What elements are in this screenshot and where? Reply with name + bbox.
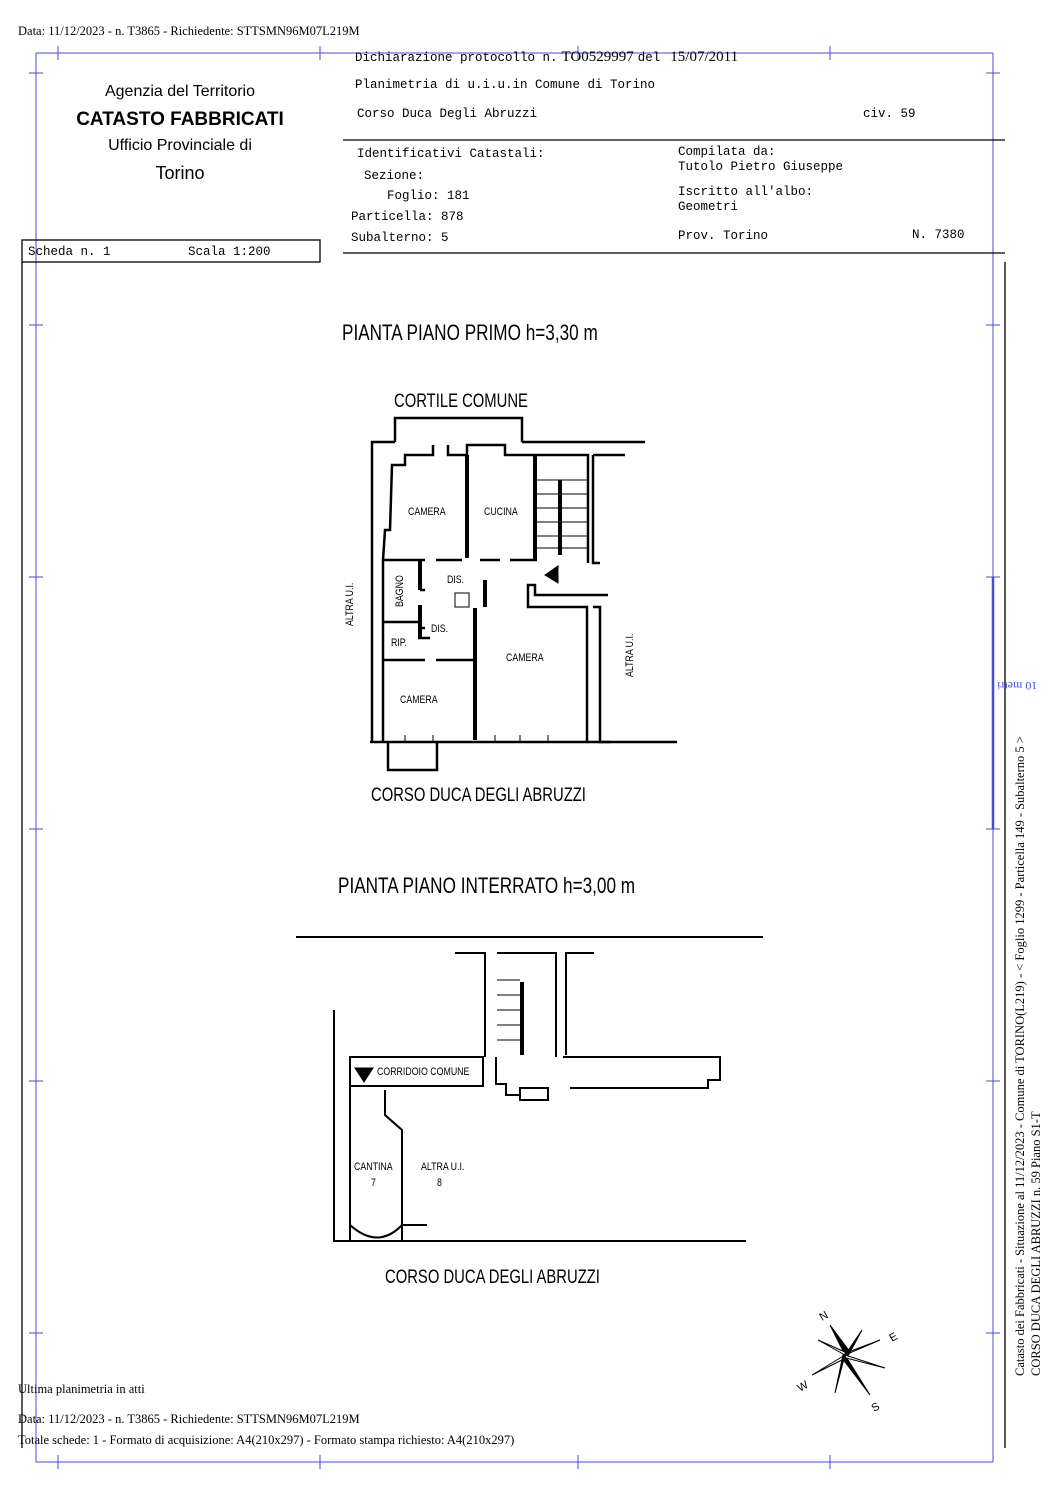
office-label: Ufficio Provinciale di: [108, 137, 252, 154]
address: Corso Duca Degli Abruzzi: [357, 107, 538, 121]
plan-interrato-title: PIANTA PIANO INTERRATO h=3,00 m: [338, 873, 636, 898]
planimetria-line: Planimetria di u.i.u.in Comune di Torino: [355, 78, 656, 92]
blue-frame: [29, 46, 1000, 1469]
registration-number: N. 7380: [912, 228, 965, 242]
compass-e-label: E: [888, 1331, 900, 1345]
plan-primo-title: PIANTA PIANO PRIMO h=3,30 m: [342, 320, 598, 345]
room-label: DIS.: [447, 574, 465, 586]
albo-value: Geometri: [678, 200, 739, 214]
street-label-primo: CORSO DUCA DEGLI ABRUZZI: [371, 785, 586, 806]
entrance-arrow-icon: [354, 1067, 374, 1083]
floor-plan-primo: [370, 416, 677, 772]
corridoio-label: CORRIDOIO COMUNE: [377, 1066, 470, 1078]
request-line-bottom: Data: 11/12/2023 - n. T3865 - Richiedent…: [18, 1412, 360, 1426]
identificativi-label: Identificativi Catastali:: [357, 147, 545, 161]
province: Prov. Torino: [678, 229, 769, 243]
altra-ui-left: ALTRA U.I.: [344, 582, 356, 626]
altra-ui-label: ALTRA U.I.: [421, 1161, 465, 1173]
declaration-label: Dichiarazione protocollo n.: [355, 51, 558, 65]
compass-s-label: S: [870, 1401, 882, 1415]
albo-label: Iscritto all'albo:: [678, 185, 814, 199]
cortile-label: CORTILE COMUNE: [394, 391, 528, 412]
floor-plan-interrato: [296, 936, 763, 1242]
scale-bar-label: 10 metri: [997, 679, 1038, 693]
altra-ui-right: ALTRA U.I.: [624, 633, 636, 677]
office-city: Torino: [155, 163, 205, 183]
last-plan-note: Ultima planimetria in atti: [18, 1382, 145, 1396]
compass-rose-icon: N E S W: [796, 1309, 900, 1414]
room-label: BAGNO: [394, 575, 406, 607]
subalterno: Subalterno: 5: [351, 231, 449, 245]
declaration-line: Dichiarazione protocollo n. TO0529997 de…: [355, 48, 738, 66]
protocol-number: TO0529997: [561, 49, 634, 65]
civic-number: civ. 59: [863, 107, 916, 121]
cantina-label: CANTINA: [354, 1161, 393, 1173]
compass-w-label: W: [796, 1379, 812, 1395]
black-frame: [21, 139, 1006, 1448]
agency-name: Agenzia del Territorio: [104, 83, 255, 100]
room-label: CAMERA: [408, 506, 446, 518]
room-label: RIP.: [391, 637, 407, 649]
room-label: DIS.: [431, 623, 449, 635]
compilata-name: Tutolo Pietro Giuseppe: [678, 160, 844, 174]
room-label: CAMERA: [400, 694, 438, 706]
foglio: Foglio: 181: [387, 189, 470, 203]
format-info: Totale schede: 1 - Formato di acquisizio…: [18, 1433, 515, 1447]
request-line-top: Data: 11/12/2023 - n. T3865 - Richiedent…: [18, 24, 360, 38]
del-label: del: [637, 51, 661, 65]
scheda-number: Scheda n. 1: [28, 245, 111, 259]
side-address-text: CORSO DUCA DEGLI ABRUZZI n. 59 Piano S1-…: [1029, 1111, 1043, 1376]
street-label-interrato: CORSO DUCA DEGLI ABRUZZI: [385, 1267, 600, 1288]
room-label: CAMERA: [506, 652, 544, 664]
protocol-date: 15/07/2011: [670, 49, 739, 65]
particella: Particella: 878: [351, 210, 464, 224]
room-label: CUCINA: [484, 506, 518, 518]
scale: Scala 1:200: [188, 245, 271, 259]
catasto-title: CATASTO FABBRICATI: [76, 109, 284, 130]
altra-ui-number: 8: [437, 1177, 442, 1189]
entrance-arrow-icon: [544, 565, 559, 584]
side-situation-text: Catasto dei Fabbricati - Situazione al 1…: [1013, 736, 1027, 1376]
compilata-label: Compilata da:: [678, 145, 776, 159]
compass-n-label: N: [818, 1309, 831, 1323]
sezione: Sezione:: [364, 169, 425, 183]
cantina-number: 7: [371, 1177, 376, 1189]
